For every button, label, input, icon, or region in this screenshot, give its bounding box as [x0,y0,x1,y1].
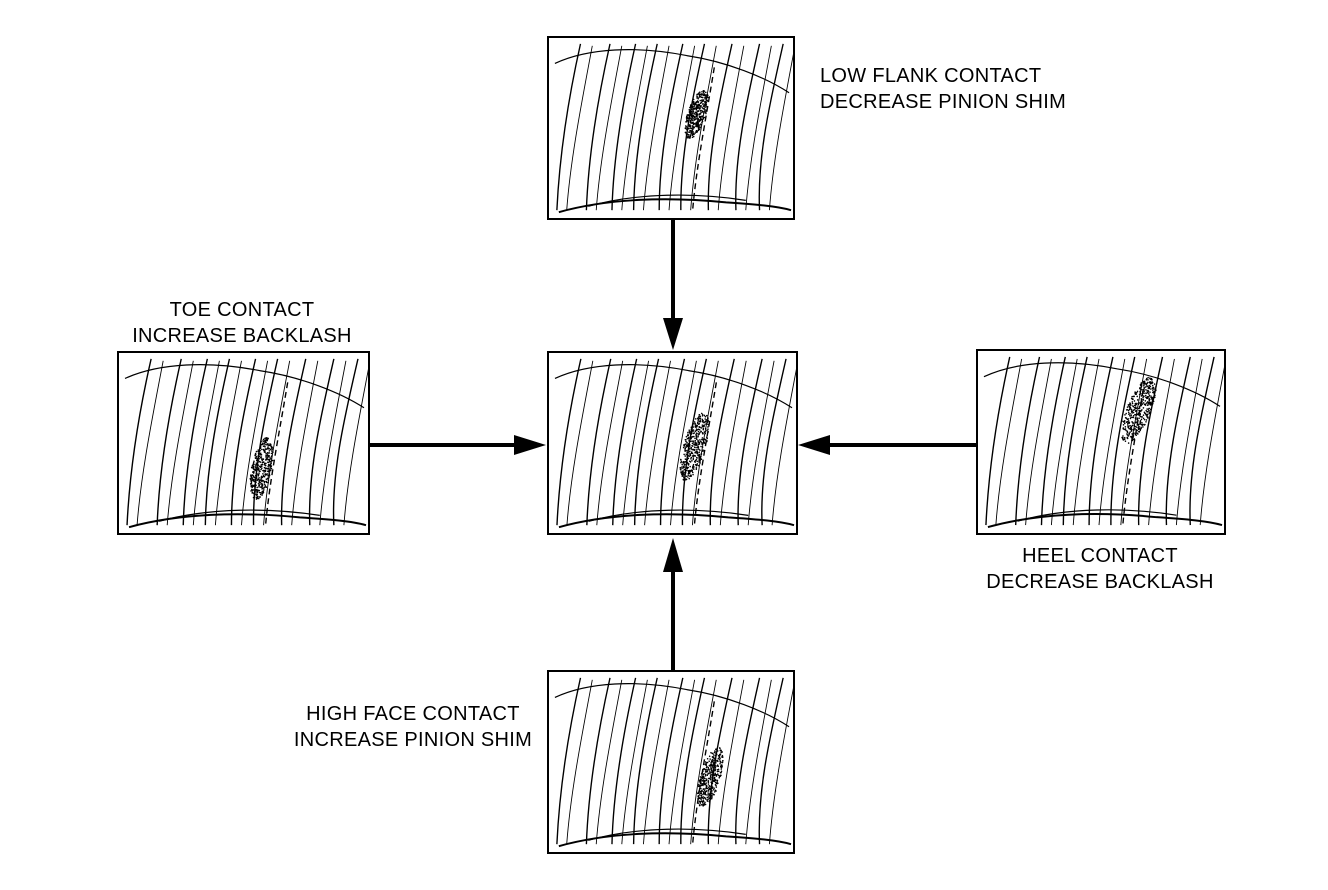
caption-low-flank: LOW FLANK CONTACT DECREASE PINION SHIM [820,63,1066,115]
caption-toe-line1: TOE CONTACT [169,299,315,321]
caption-toe: TOE CONTACT INCREASE BACKLASH [112,297,372,349]
gear-panel-high-face [547,670,795,854]
gear-panel-center [547,351,798,535]
gear-panel-toe [117,351,370,535]
arrow-bottom-to-center [663,538,683,670]
arrow-left-to-center [370,435,546,455]
caption-heel: HEEL CONTACT DECREASE BACKLASH [960,543,1240,595]
gear-panel-low-flank [547,36,795,220]
gear-panel-heel [976,349,1226,535]
caption-low-flank-line1: LOW FLANK CONTACT [820,65,1042,87]
caption-high-face-line1: HIGH FACE CONTACT [306,703,520,725]
arrow-right-to-center [798,435,976,455]
caption-toe-line2: INCREASE BACKLASH [132,325,352,347]
arrow-top-to-center [663,220,683,350]
caption-heel-line1: HEEL CONTACT [1022,545,1178,567]
caption-heel-line2: DECREASE BACKLASH [986,571,1214,593]
caption-low-flank-line2: DECREASE PINION SHIM [820,91,1067,113]
caption-high-face: HIGH FACE CONTACT INCREASE PINION SHIM [278,701,548,753]
caption-high-face-line2: INCREASE PINION SHIM [293,729,533,751]
